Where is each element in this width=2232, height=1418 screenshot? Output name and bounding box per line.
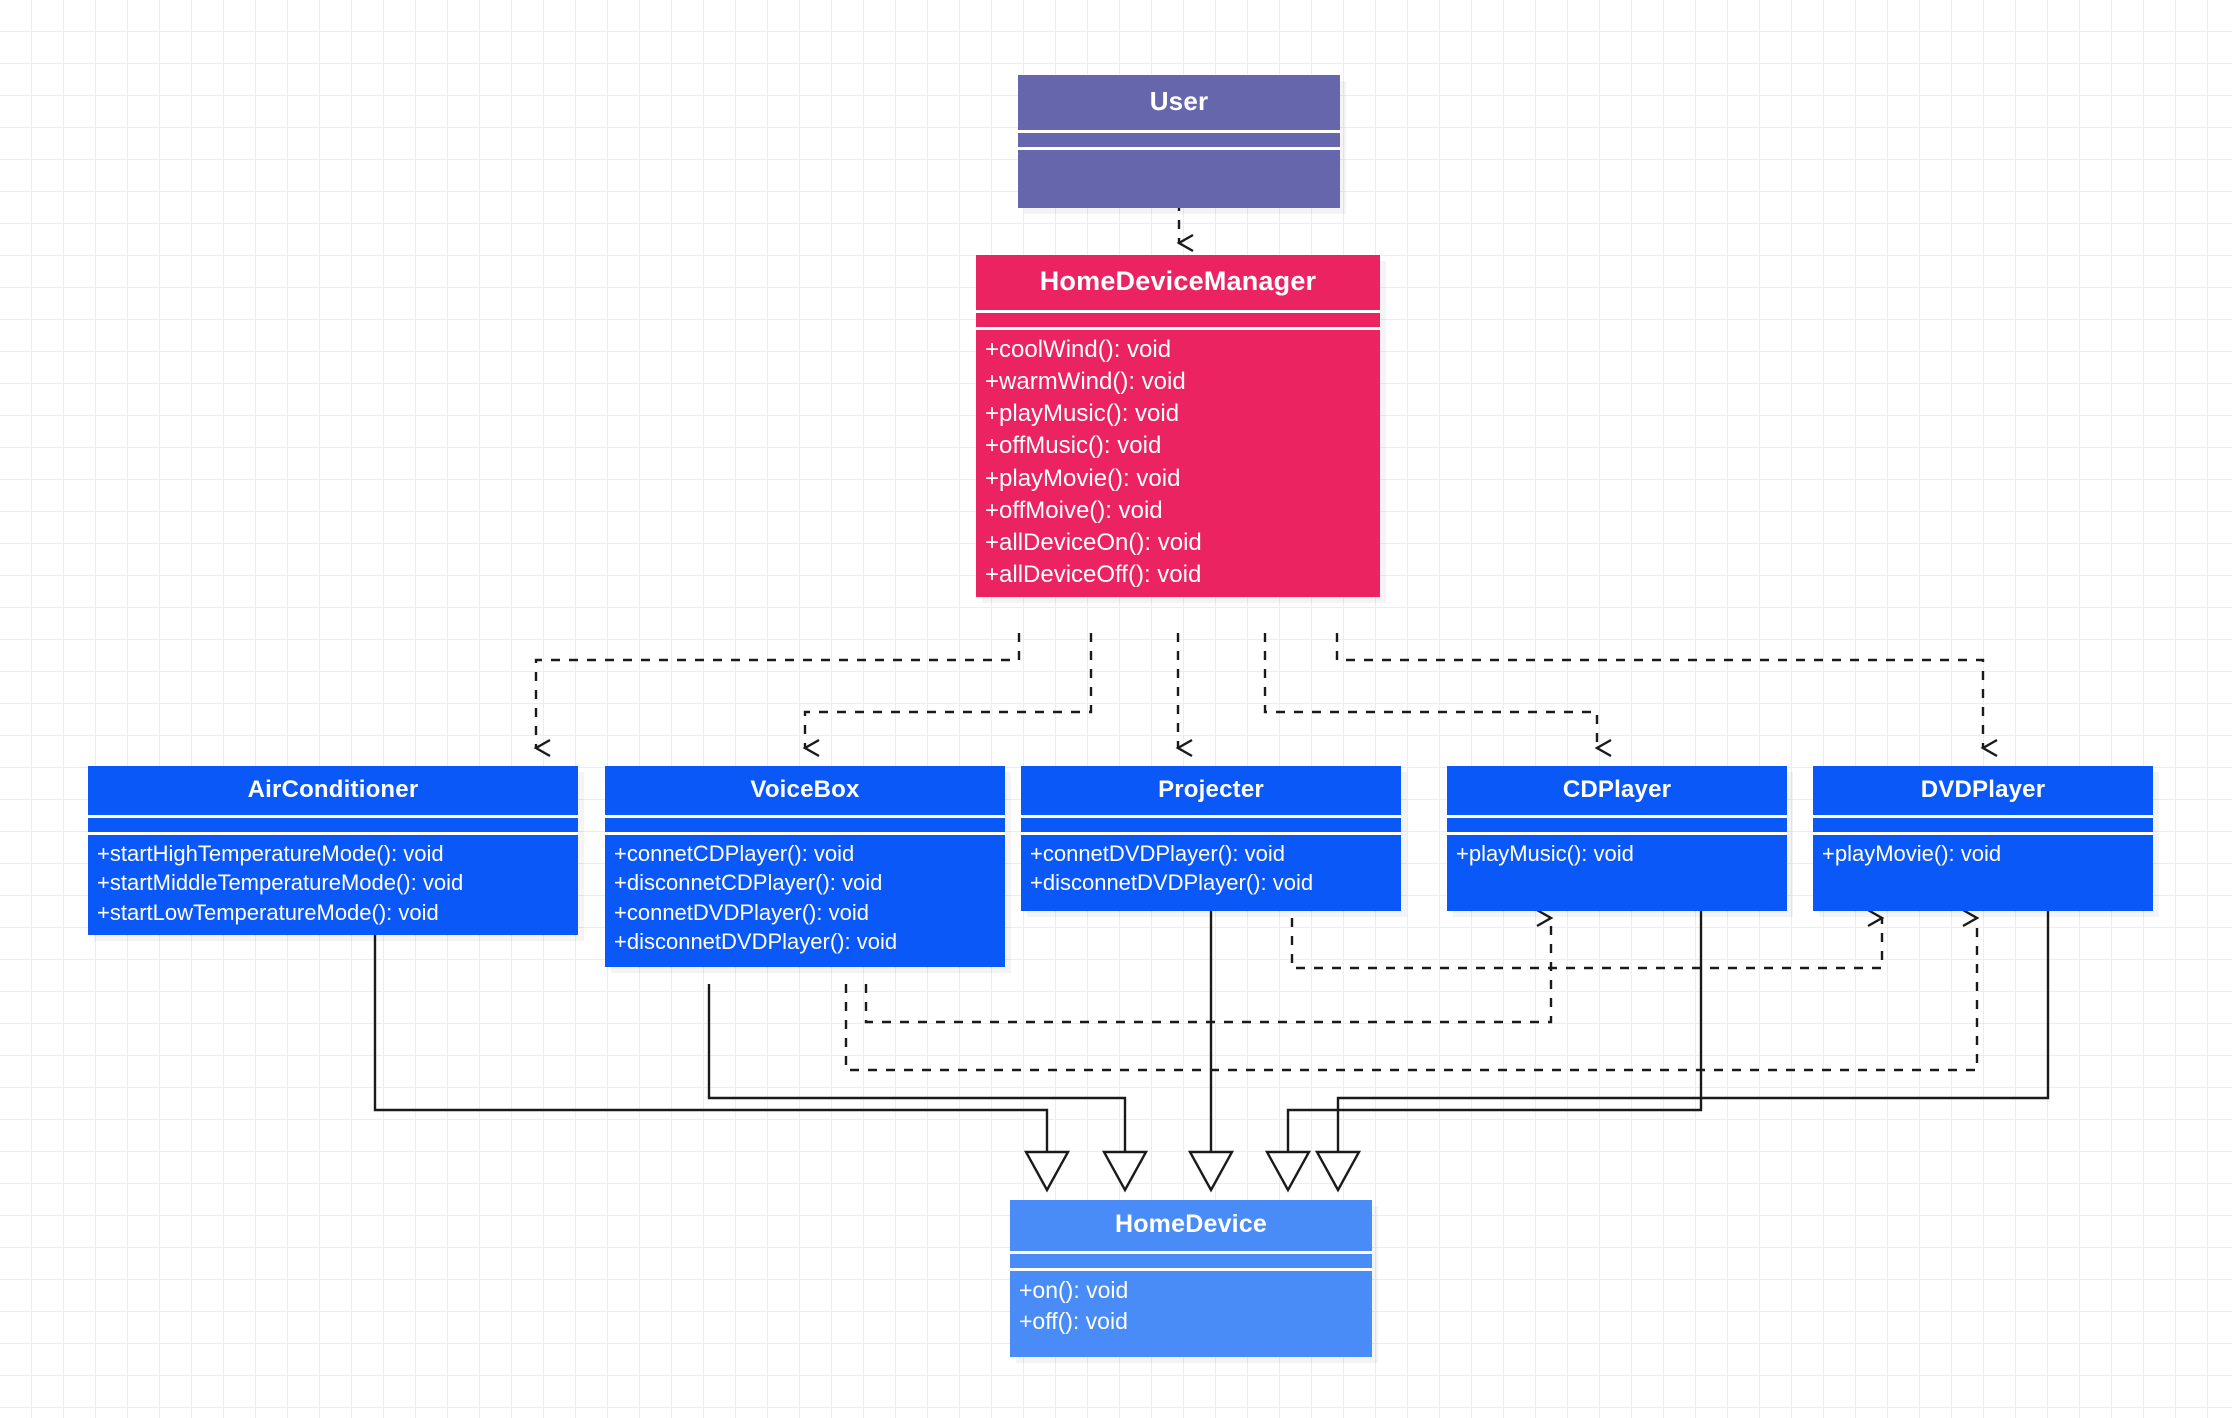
class-operations-user <box>1018 150 1340 208</box>
edge-voicebox-to-homedevice <box>707 984 1127 1178</box>
edge-airconditioner-to-homedevice <box>373 930 1049 1178</box>
operation: +playMovie(): void <box>985 464 1181 492</box>
class-name-homedevicemanager: HomeDeviceManager <box>1039 266 1317 296</box>
class-operations-projecter: +connetDVDPlayer(): void +disconnetDVDPl… <box>1021 835 1401 911</box>
operation: +startHighTemperatureMode(): void <box>97 841 444 866</box>
edge-dvdplayer-to-homedevice <box>1336 900 2050 1178</box>
class-name-homedevice: HomeDevice <box>1114 1210 1268 1238</box>
generalization-arrowhead <box>1187 1150 1235 1193</box>
generalization-arrowhead <box>1101 1150 1149 1193</box>
class-divider <box>605 832 1005 835</box>
class-box-airconditioner[interactable]: AirConditioner +startHighTemperatureMode… <box>88 766 578 935</box>
class-name-projecter: Projecter <box>1158 776 1264 803</box>
class-divider <box>1813 815 2153 818</box>
operation: +off(): void <box>1019 1307 1128 1334</box>
class-divider <box>976 327 1380 330</box>
class-name-cdplayer: CDPlayer <box>1562 776 1672 803</box>
class-attributes-airconditioner <box>88 818 578 832</box>
operation: +on(): void <box>1019 1277 1129 1303</box>
class-name-voicebox: VoiceBox <box>750 776 860 803</box>
edge-manager-to-cdplayer <box>1263 633 1612 758</box>
class-operations-cdplayer: +playMusic(): void <box>1447 835 1787 911</box>
operation: +startLowTemperatureMode(): void <box>97 899 439 925</box>
class-divider <box>88 832 578 835</box>
class-attributes-dvdplayer <box>1813 818 2153 832</box>
operation: +connetDVDPlayer(): void <box>1030 841 1285 866</box>
class-operations-homedevice: +on(): void +off(): void <box>1010 1271 1372 1357</box>
class-attributes-homedevicemanager <box>976 313 1380 327</box>
class-operations-dvdplayer: +playMovie(): void <box>1813 835 2153 911</box>
class-divider <box>605 815 1005 818</box>
class-box-cdplayer[interactable]: CDPlayer +playMusic(): void <box>1447 766 1787 911</box>
operation: +disconnetDVDPlayer(): void <box>614 929 898 955</box>
class-divider <box>1021 815 1401 818</box>
operation: +allDeviceOff(): void <box>985 561 1202 589</box>
operation: +playMusic(): void <box>1456 841 1634 866</box>
operation: +coolWind(): void <box>985 336 1172 363</box>
class-divider <box>1010 1268 1372 1271</box>
operation: +playMusic(): void <box>985 400 1180 428</box>
operation: +offMusic(): void <box>985 432 1162 460</box>
class-divider <box>88 815 578 818</box>
class-divider <box>1447 832 1787 835</box>
operation: +playMovie(): void <box>1822 841 2002 866</box>
generalization-arrowhead <box>1264 1150 1312 1193</box>
operation: +disconnetCDPlayer(): void <box>614 870 883 896</box>
class-box-projecter[interactable]: Projecter +connetDVDPlayer(): void +disc… <box>1021 766 1401 911</box>
class-box-user[interactable]: User <box>1018 75 1340 208</box>
class-divider <box>1813 832 2153 835</box>
generalization-arrowhead <box>1023 1150 1071 1193</box>
class-operations-homedevicemanager: +coolWind(): void +warmWind(): void +pla… <box>976 330 1380 597</box>
class-operations-airconditioner: +startHighTemperatureMode(): void +start… <box>88 835 578 935</box>
generalization-arrowhead <box>1314 1150 1362 1193</box>
operation: +startMiddleTemperatureMode(): void <box>97 870 464 896</box>
edge-manager-to-voicebox <box>802 633 1093 758</box>
class-box-homedevicemanager[interactable]: HomeDeviceManager +coolWind(): void +war… <box>976 255 1380 598</box>
class-name-dvdplayer: DVDPlayer <box>1920 776 2046 803</box>
class-box-homedevice[interactable]: HomeDevice +on(): void +off(): void <box>1010 1200 1372 1357</box>
operation: +offMoive(): void <box>985 496 1163 524</box>
edge-cdplayer-to-homedevice <box>1286 900 1703 1178</box>
class-box-dvdplayer[interactable]: DVDPlayer +playMovie(): void <box>1813 766 2153 911</box>
class-attributes-projecter <box>1021 818 1401 832</box>
operation: +allDeviceOn(): void <box>985 528 1202 556</box>
edge-voicebox-to-dvdplayer <box>844 908 1980 1072</box>
class-box-voicebox[interactable]: VoiceBox +connetCDPlayer(): void +discon… <box>605 766 1005 967</box>
class-divider <box>1010 1251 1372 1254</box>
operation: +connetDVDPlayer(): void <box>614 899 869 925</box>
class-attributes-cdplayer <box>1447 818 1787 832</box>
edge-manager-to-airconditioner <box>533 633 1021 758</box>
class-attributes-homedevice <box>1010 1254 1372 1268</box>
class-divider <box>1021 832 1401 835</box>
operation: +warmWind(): void <box>985 368 1186 396</box>
class-divider <box>976 310 1380 313</box>
class-attributes-user <box>1018 133 1340 147</box>
class-divider <box>1447 815 1787 818</box>
class-attributes-voicebox <box>605 818 1005 832</box>
edge-manager-to-dvdplayer <box>1335 633 1998 758</box>
class-operations-voicebox: +connetCDPlayer(): void +disconnetCDPlay… <box>605 835 1005 967</box>
class-divider <box>1018 130 1340 133</box>
operation: +disconnetDVDPlayer(): void <box>1030 870 1314 896</box>
operation: +connetCDPlayer(): void <box>614 841 855 866</box>
class-name-airconditioner: AirConditioner <box>247 776 419 803</box>
class-name-user: User <box>1149 86 1209 116</box>
